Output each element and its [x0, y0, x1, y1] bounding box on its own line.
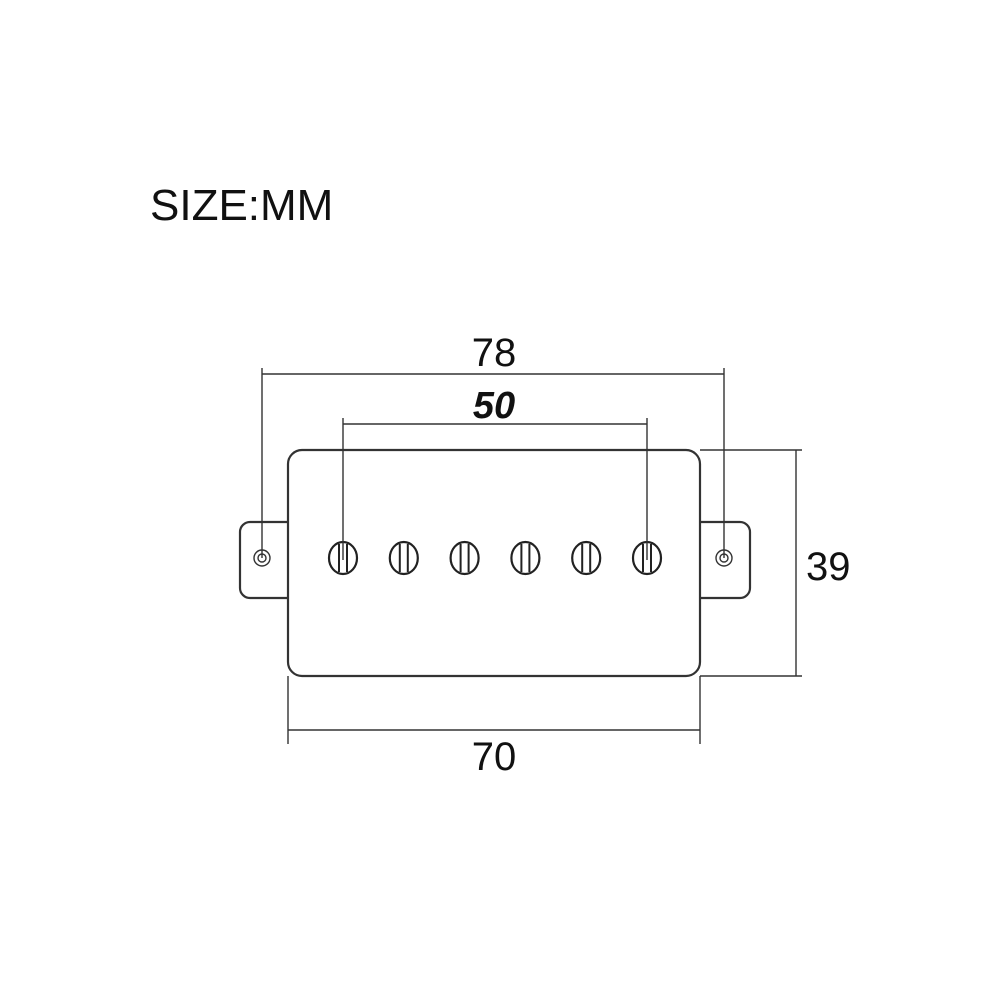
pole-piece — [571, 540, 602, 576]
cover-length-label: 70 — [472, 735, 517, 779]
pole-piece — [449, 540, 480, 576]
right-mounting-ear — [688, 520, 752, 600]
overall-length-dimension: 78 — [261, 331, 725, 558]
pole-piece — [388, 540, 419, 576]
pole-spacing-dimension: 50 — [342, 385, 648, 560]
pole-piece — [510, 540, 541, 576]
cover-length-dimension: 70 — [287, 676, 701, 779]
pole-spacing-label: 50 — [473, 385, 515, 427]
height-label: 39 — [806, 545, 851, 589]
height-dimension: 39 — [700, 449, 851, 677]
size-unit-title: SIZE:MM — [150, 181, 333, 230]
overall-length-label: 78 — [472, 331, 517, 375]
pole-pieces — [327, 540, 663, 576]
pickup-cover — [286, 448, 702, 678]
